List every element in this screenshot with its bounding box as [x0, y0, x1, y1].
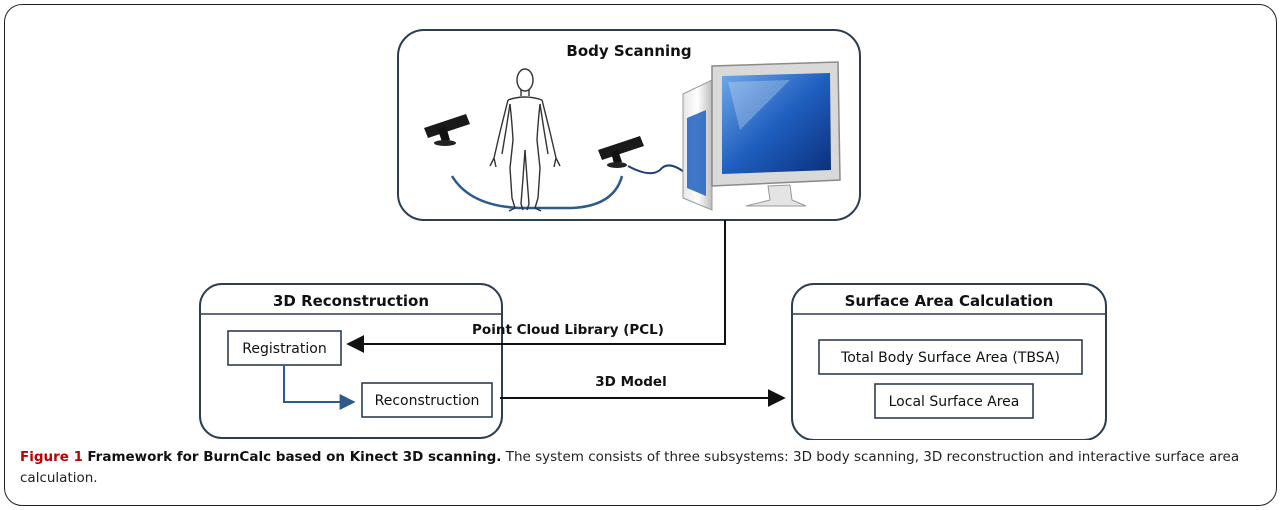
- local-area-label: Local Surface Area: [889, 394, 1020, 410]
- framework-diagram: Body Scanning: [199, 29, 1107, 440]
- body-scanning-title: Body Scanning: [566, 42, 691, 60]
- body-scanning-box: Body Scanning: [397, 29, 861, 221]
- reconstruction-box: 3D Reconstruction Registration Reconstru…: [199, 283, 503, 439]
- pcl-edge-label: Point Cloud Library (PCL): [472, 322, 664, 338]
- tbsa-item: Total Body Surface Area (TBSA): [818, 339, 1083, 375]
- registration-label: Registration: [242, 341, 326, 357]
- reconstruction-step: Reconstruction: [361, 382, 493, 418]
- desktop-computer-icon: [682, 61, 841, 211]
- caption-label: Figure 1: [20, 449, 84, 465]
- sensor-cable: [627, 164, 701, 179]
- scanning-path-arc: [450, 175, 624, 210]
- reconstruction-title: 3D Reconstruction: [273, 292, 429, 310]
- registration-step: Registration: [227, 330, 342, 366]
- registration-to-reconstruction-arrow: [283, 365, 356, 410]
- reconstruction-label: Reconstruction: [375, 393, 480, 409]
- tbsa-label: Total Body Surface Area (TBSA): [840, 350, 1060, 366]
- caption-title: Framework for BurnCalc based on Kinect 3…: [87, 449, 502, 465]
- surface-area-title: Surface Area Calculation: [845, 292, 1054, 310]
- kinect-sensor-icon: [598, 136, 644, 168]
- caption-text: The system consists of three subsystems:…: [20, 449, 1240, 486]
- human-body-icon: [489, 68, 561, 212]
- kinect-sensor-icon: [424, 114, 470, 146]
- local-area-item: Local Surface Area: [874, 383, 1034, 419]
- surface-area-box: Surface Area Calculation Total Body Surf…: [791, 283, 1107, 440]
- figure-caption: Figure 1 Framework for BurnCalc based on…: [20, 447, 1260, 489]
- model-edge-label: 3D Model: [595, 374, 666, 390]
- pcl-arrow: [346, 220, 726, 353]
- figure-frame: [4, 4, 1277, 506]
